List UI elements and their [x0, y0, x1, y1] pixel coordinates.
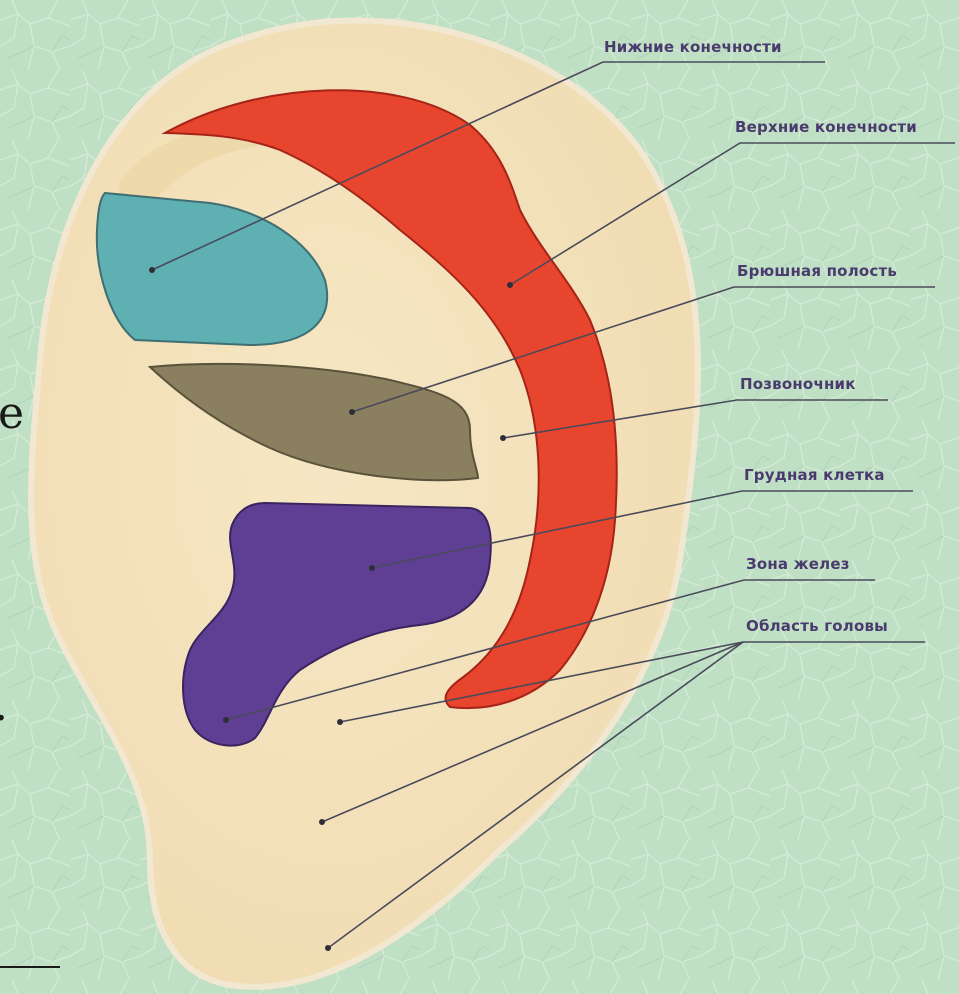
dot-lower-limbs [149, 267, 155, 273]
edge-letter: e [0, 388, 24, 439]
label-head-area: Область головы [746, 617, 888, 635]
dot-abdominal [349, 409, 355, 415]
label-glands-zone: Зона желез [746, 555, 850, 573]
label-chest: Грудная клетка [744, 466, 885, 484]
label-abdominal-cavity: Брюшная полость [737, 262, 897, 280]
dot-spine [500, 435, 506, 441]
label-upper-limbs: Верхние конечности [735, 118, 917, 136]
dot-head-3 [325, 945, 331, 951]
dot-head-1 [337, 719, 343, 725]
dot-glands [223, 717, 229, 723]
dot-chest [369, 565, 375, 571]
edge-dot: . [0, 680, 8, 731]
label-lower-limbs: Нижние конечности [604, 38, 782, 56]
label-spine: Позвоночник [740, 375, 856, 393]
dot-head-2 [319, 819, 325, 825]
dot-upper-limbs [507, 282, 513, 288]
